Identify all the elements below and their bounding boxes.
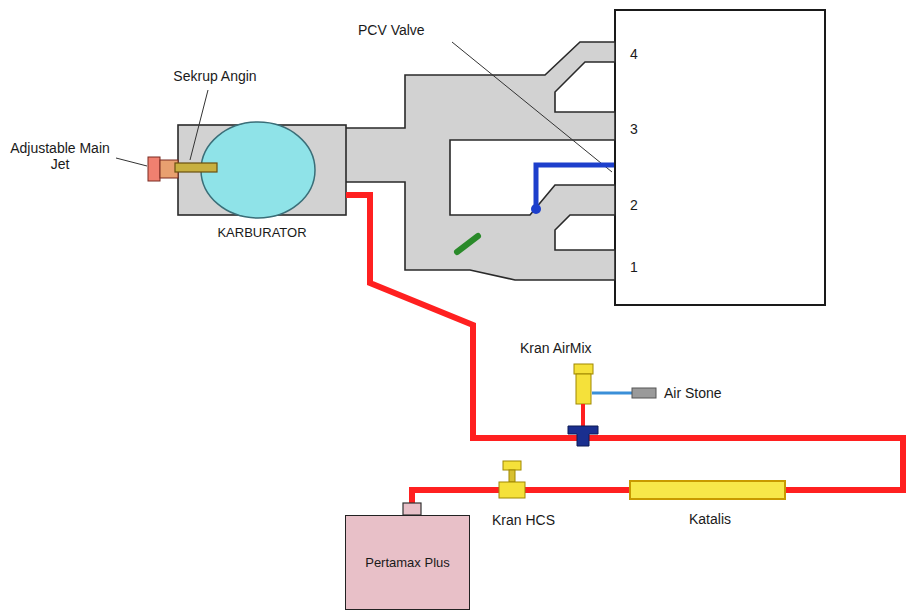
part-label: Kran AirMix	[520, 340, 630, 356]
air-screw	[175, 163, 217, 172]
valve-body	[576, 374, 591, 404]
part-label: Kran HCS	[492, 512, 592, 528]
part-label: Adjustable Main Jet	[6, 140, 114, 172]
node-text: KARBURATOR	[217, 225, 306, 241]
part-label: Air Stone	[664, 385, 764, 401]
leader-line	[116, 158, 147, 166]
part-label: Sekrup Angin	[160, 68, 270, 84]
cylinder-number: 2	[630, 197, 650, 213]
air-line	[592, 392, 632, 395]
node-text: Pertamax Plus	[365, 555, 450, 571]
main-jet-cap	[148, 157, 160, 181]
intake-manifold	[345, 42, 615, 280]
leader-line	[452, 42, 612, 172]
cylinder-number: 1	[630, 259, 650, 275]
valve-knob	[503, 461, 521, 470]
valve-knob	[574, 364, 593, 374]
part-label: PCV Valve	[358, 22, 468, 38]
tee-junction	[568, 426, 598, 446]
pcv-hose	[536, 165, 614, 206]
cylinder-number: 4	[630, 46, 650, 62]
leader-line	[190, 90, 208, 160]
cylinder-number: 3	[630, 121, 650, 137]
engine-block	[615, 10, 825, 305]
valve-stem	[509, 470, 515, 482]
tank-cap	[403, 503, 421, 515]
pcv-valve	[531, 204, 541, 214]
catalyst-tube	[630, 481, 785, 499]
air-stone	[632, 388, 656, 398]
breather-nozzle	[457, 236, 478, 252]
valve-body	[499, 482, 525, 498]
air-line	[581, 404, 585, 426]
fuel-hose	[346, 195, 903, 515]
carburetor-venturi	[201, 122, 315, 218]
fuel-tank: Pertamax Plus	[345, 515, 470, 610]
carburetor-box: KARBURATOR	[178, 125, 346, 245]
part-label: Katalis	[670, 511, 750, 527]
